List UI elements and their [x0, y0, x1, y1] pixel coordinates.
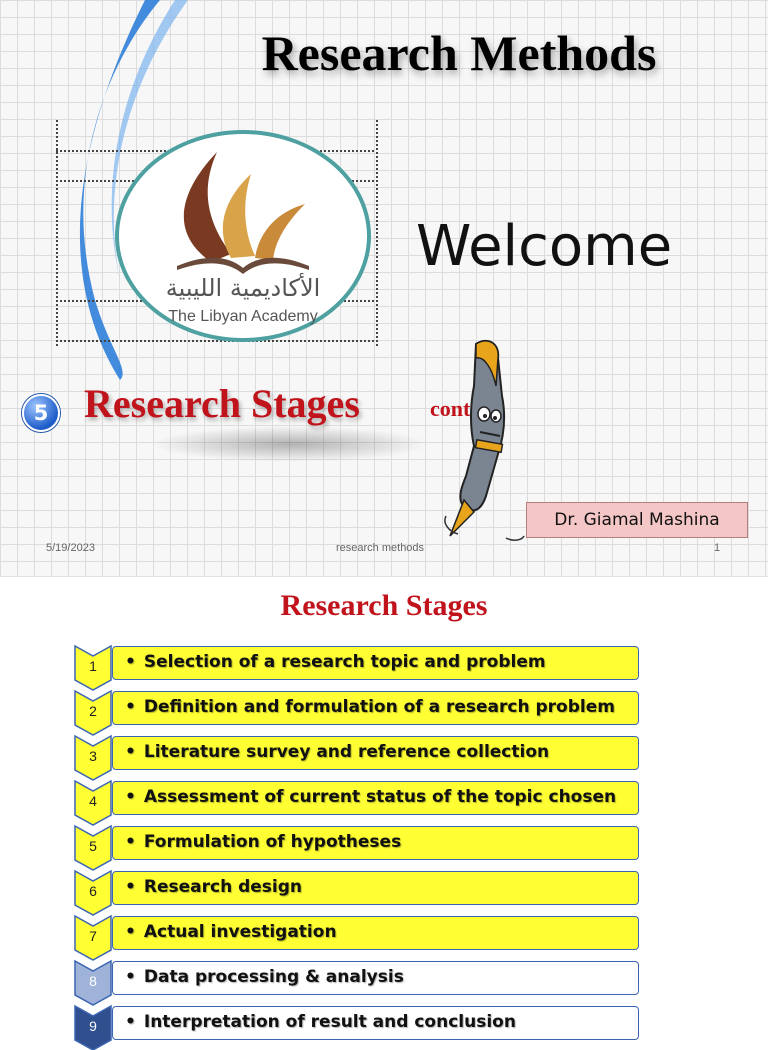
stage-label-box: • Definition and formulation of a researc… — [112, 691, 639, 725]
stage-label-box: • Selection of a research topic and probl… — [112, 646, 639, 680]
title-slide: Research Methods الأكاديمية الليبية The … — [0, 0, 768, 576]
stage-chevron — [74, 779, 112, 826]
author-name-box: Dr. Giamal Mashina — [526, 502, 748, 538]
footer-date: 5/19/2023 — [46, 542, 95, 554]
footer-page-number: 1 — [714, 542, 721, 554]
blue-swoosh-decoration — [79, 0, 188, 380]
slide-title: Research Stages — [280, 589, 488, 622]
footer-title: research methods — [336, 542, 425, 554]
slide-title: Research Methods — [261, 25, 657, 81]
stage-chevron — [74, 689, 112, 736]
bullet: • — [125, 1012, 136, 1032]
stage-label: Actual investigation — [143, 922, 337, 942]
stage-label: Interpretation of result and conclusion — [143, 1012, 516, 1032]
stage-number: 4 — [89, 793, 97, 809]
stage-number: 2 — [89, 703, 97, 719]
stage-number: 3 — [89, 748, 97, 764]
stage-item-7: 7 • Actual investigation — [74, 914, 640, 961]
logo-english-text: The Libyan Academy — [168, 308, 318, 325]
stage-label-box: • Actual investigation — [112, 916, 639, 950]
stage-label: Assessment of current status of the topi… — [143, 787, 617, 807]
libyan-academy-logo: الأكاديمية الليبية The Libyan Academy — [115, 130, 371, 342]
stage-item-5: 5 • Formulation of hypotheses — [74, 824, 640, 871]
stage-chevron — [74, 959, 112, 1006]
stage-item-4: 4 • Assessment of current status of the t… — [74, 779, 640, 826]
welcome-heading: Welcome — [416, 214, 673, 279]
stage-number: 5 — [89, 838, 97, 854]
step-number-badge: 5 — [22, 394, 60, 432]
stage-label: Formulation of hypotheses — [143, 832, 402, 852]
bullet: • — [125, 787, 136, 807]
dotted-line — [56, 340, 374, 342]
stage-label: Definition and formulation of a research… — [143, 697, 615, 717]
stage-item-1: 1 • Selection of a research topic and pro… — [74, 644, 640, 691]
continued-label: cont. — [430, 396, 476, 421]
stage-title: Research Stages — [84, 381, 360, 426]
stage-item-8: 8 • Data processing & analysis — [74, 959, 640, 1006]
stage-item-2: 2 • Definition and formulation of a resea… — [74, 689, 640, 736]
bullet: • — [125, 832, 136, 852]
research-stages-slide: Research Stages 1 • Selection of a resear… — [0, 576, 768, 1050]
stage-label: Research design — [143, 877, 303, 897]
stage-chevron — [74, 824, 112, 871]
stage-number: 1 — [89, 658, 97, 674]
stage-number: 8 — [89, 973, 97, 989]
stage-label-box: • Data processing & analysis — [112, 961, 639, 995]
flame-book-icon — [177, 152, 309, 274]
stage-number: 7 — [89, 928, 97, 944]
dotted-frame — [56, 120, 378, 346]
stage-item-3: 3 • Literature survey and reference colle… — [74, 734, 640, 781]
bullet: • — [125, 697, 136, 717]
stage-chevron — [74, 734, 112, 781]
logo-arabic-text: الأكاديمية الليبية — [165, 274, 321, 302]
stage-chevron — [74, 914, 112, 961]
bullet: • — [125, 967, 136, 987]
bullet: • — [125, 922, 136, 942]
stage-number: 6 — [89, 883, 97, 899]
bullet: • — [125, 652, 136, 672]
title-shadow — [150, 426, 430, 462]
bullet: • — [125, 742, 136, 762]
fountain-pen-cartoon-icon — [444, 339, 525, 541]
stage-label-box: • Interpretation of result and conclusion — [112, 1006, 639, 1040]
bullet: • — [125, 877, 136, 897]
stage-label: Data processing & analysis — [143, 967, 404, 987]
stage-number: 9 — [89, 1018, 97, 1034]
stage-chevron — [74, 644, 112, 691]
stage-item-6: 6 • Research design — [74, 869, 640, 916]
stage-label: Literature survey and reference collecti… — [143, 742, 550, 762]
stage-chevron — [74, 869, 112, 916]
stage-label: Selection of a research topic and proble… — [143, 652, 546, 672]
stage-label-box: • Literature survey and reference collect… — [112, 736, 639, 770]
stage-label-box: • Assessment of current status of the top… — [112, 781, 639, 815]
stage-label-box: • Research design — [112, 871, 639, 905]
stage-label-box: • Formulation of hypotheses — [112, 826, 639, 860]
stage-item-9: 9 • Interpretation of result and conclusi… — [74, 1004, 640, 1050]
